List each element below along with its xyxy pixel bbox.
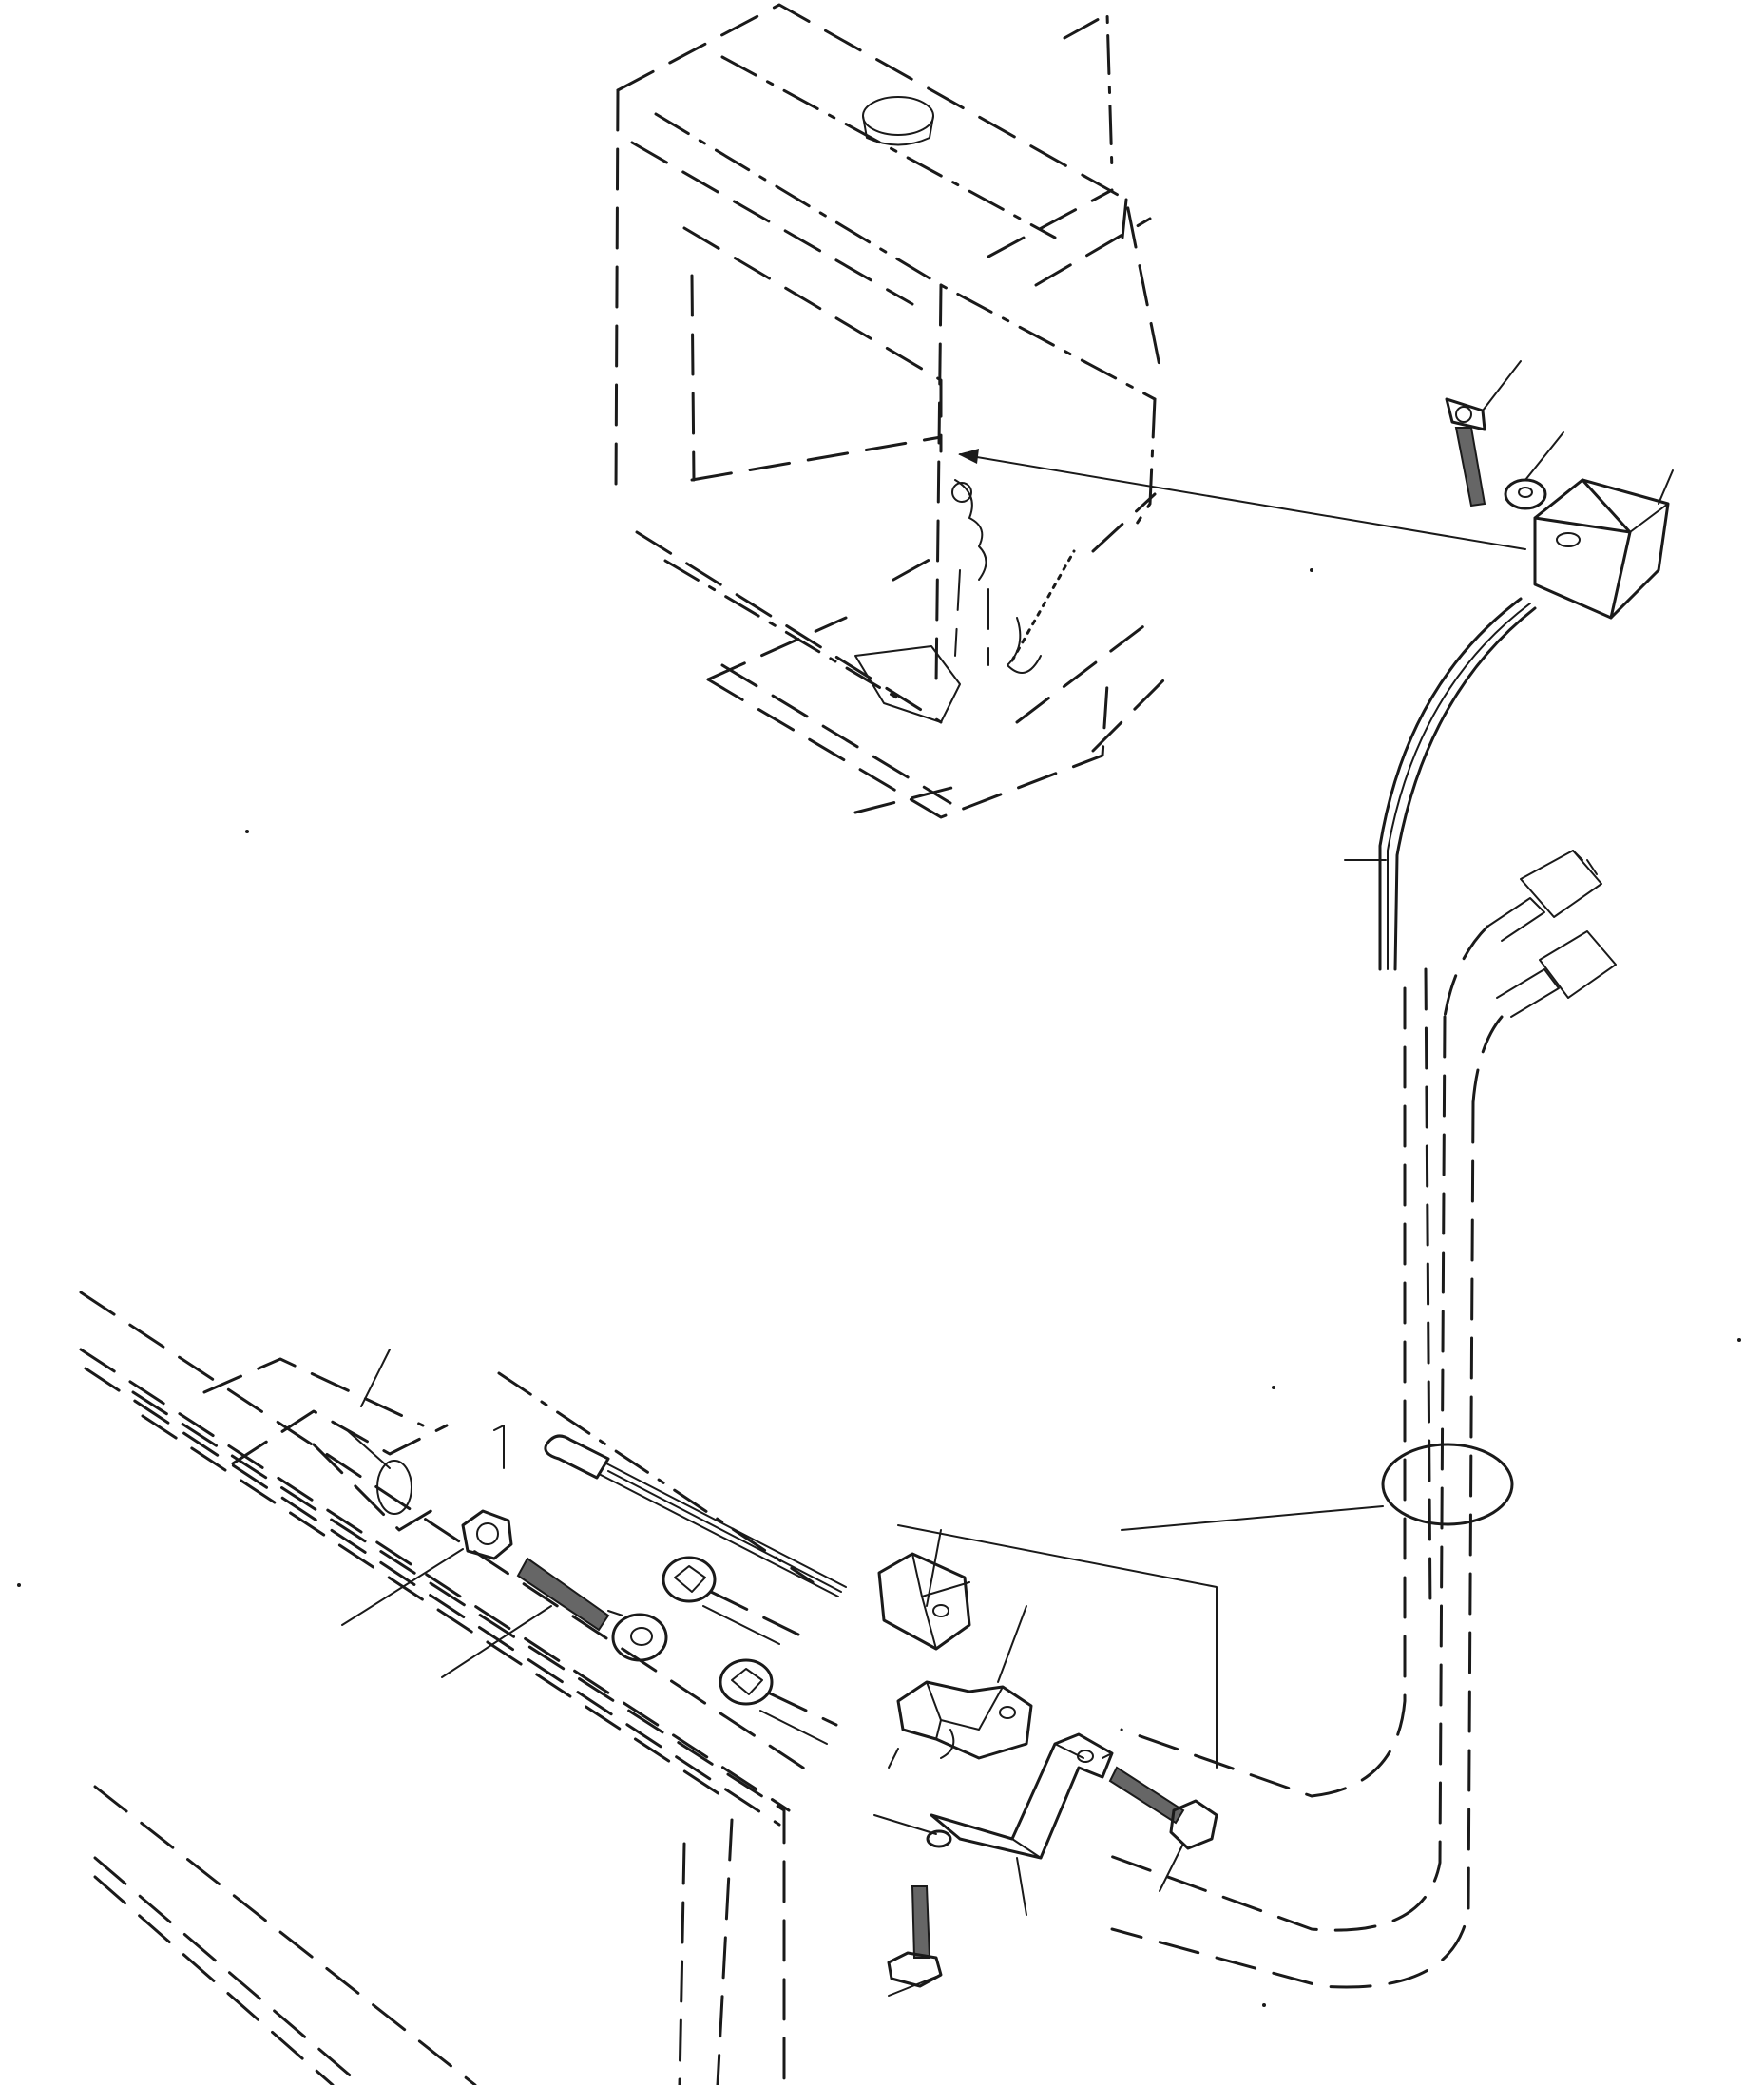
callout-leaders-frame	[341, 1548, 552, 1678]
clamp-block-upper	[877, 1552, 971, 1651]
mounting-bracket	[930, 1732, 1114, 1860]
wire-connector-pin	[544, 1434, 847, 1597]
block-washer	[1504, 478, 1547, 510]
hose-routing	[1101, 967, 1475, 1989]
frame-bolt	[516, 1557, 668, 1662]
hose-fitting-upper	[1443, 850, 1602, 1019]
sensor-cable	[1344, 597, 1537, 971]
bracket-bolt	[1102, 1752, 1218, 1850]
control-box-assembly	[614, 3, 1526, 819]
frame-rail	[79, 1291, 819, 2085]
bracket-screw	[887, 1885, 943, 1988]
scan-specks	[17, 568, 1741, 2007]
group-oval-leader	[1121, 1505, 1384, 1531]
block-screw	[1445, 397, 1486, 507]
sensor-block	[1533, 478, 1670, 620]
clamp-block-lower	[896, 1680, 1033, 1760]
group-oval	[1381, 1443, 1514, 1526]
frame-nut	[461, 1509, 513, 1560]
lock-washer	[926, 1829, 952, 1848]
hose-fitting-lower	[1471, 930, 1617, 1104]
hose-connector-upper	[662, 1556, 800, 1645]
hose-connector-lower	[719, 1658, 838, 1745]
callout-leaders-bottom	[873, 1524, 1218, 1997]
callout-leaders-top	[1482, 360, 1674, 505]
